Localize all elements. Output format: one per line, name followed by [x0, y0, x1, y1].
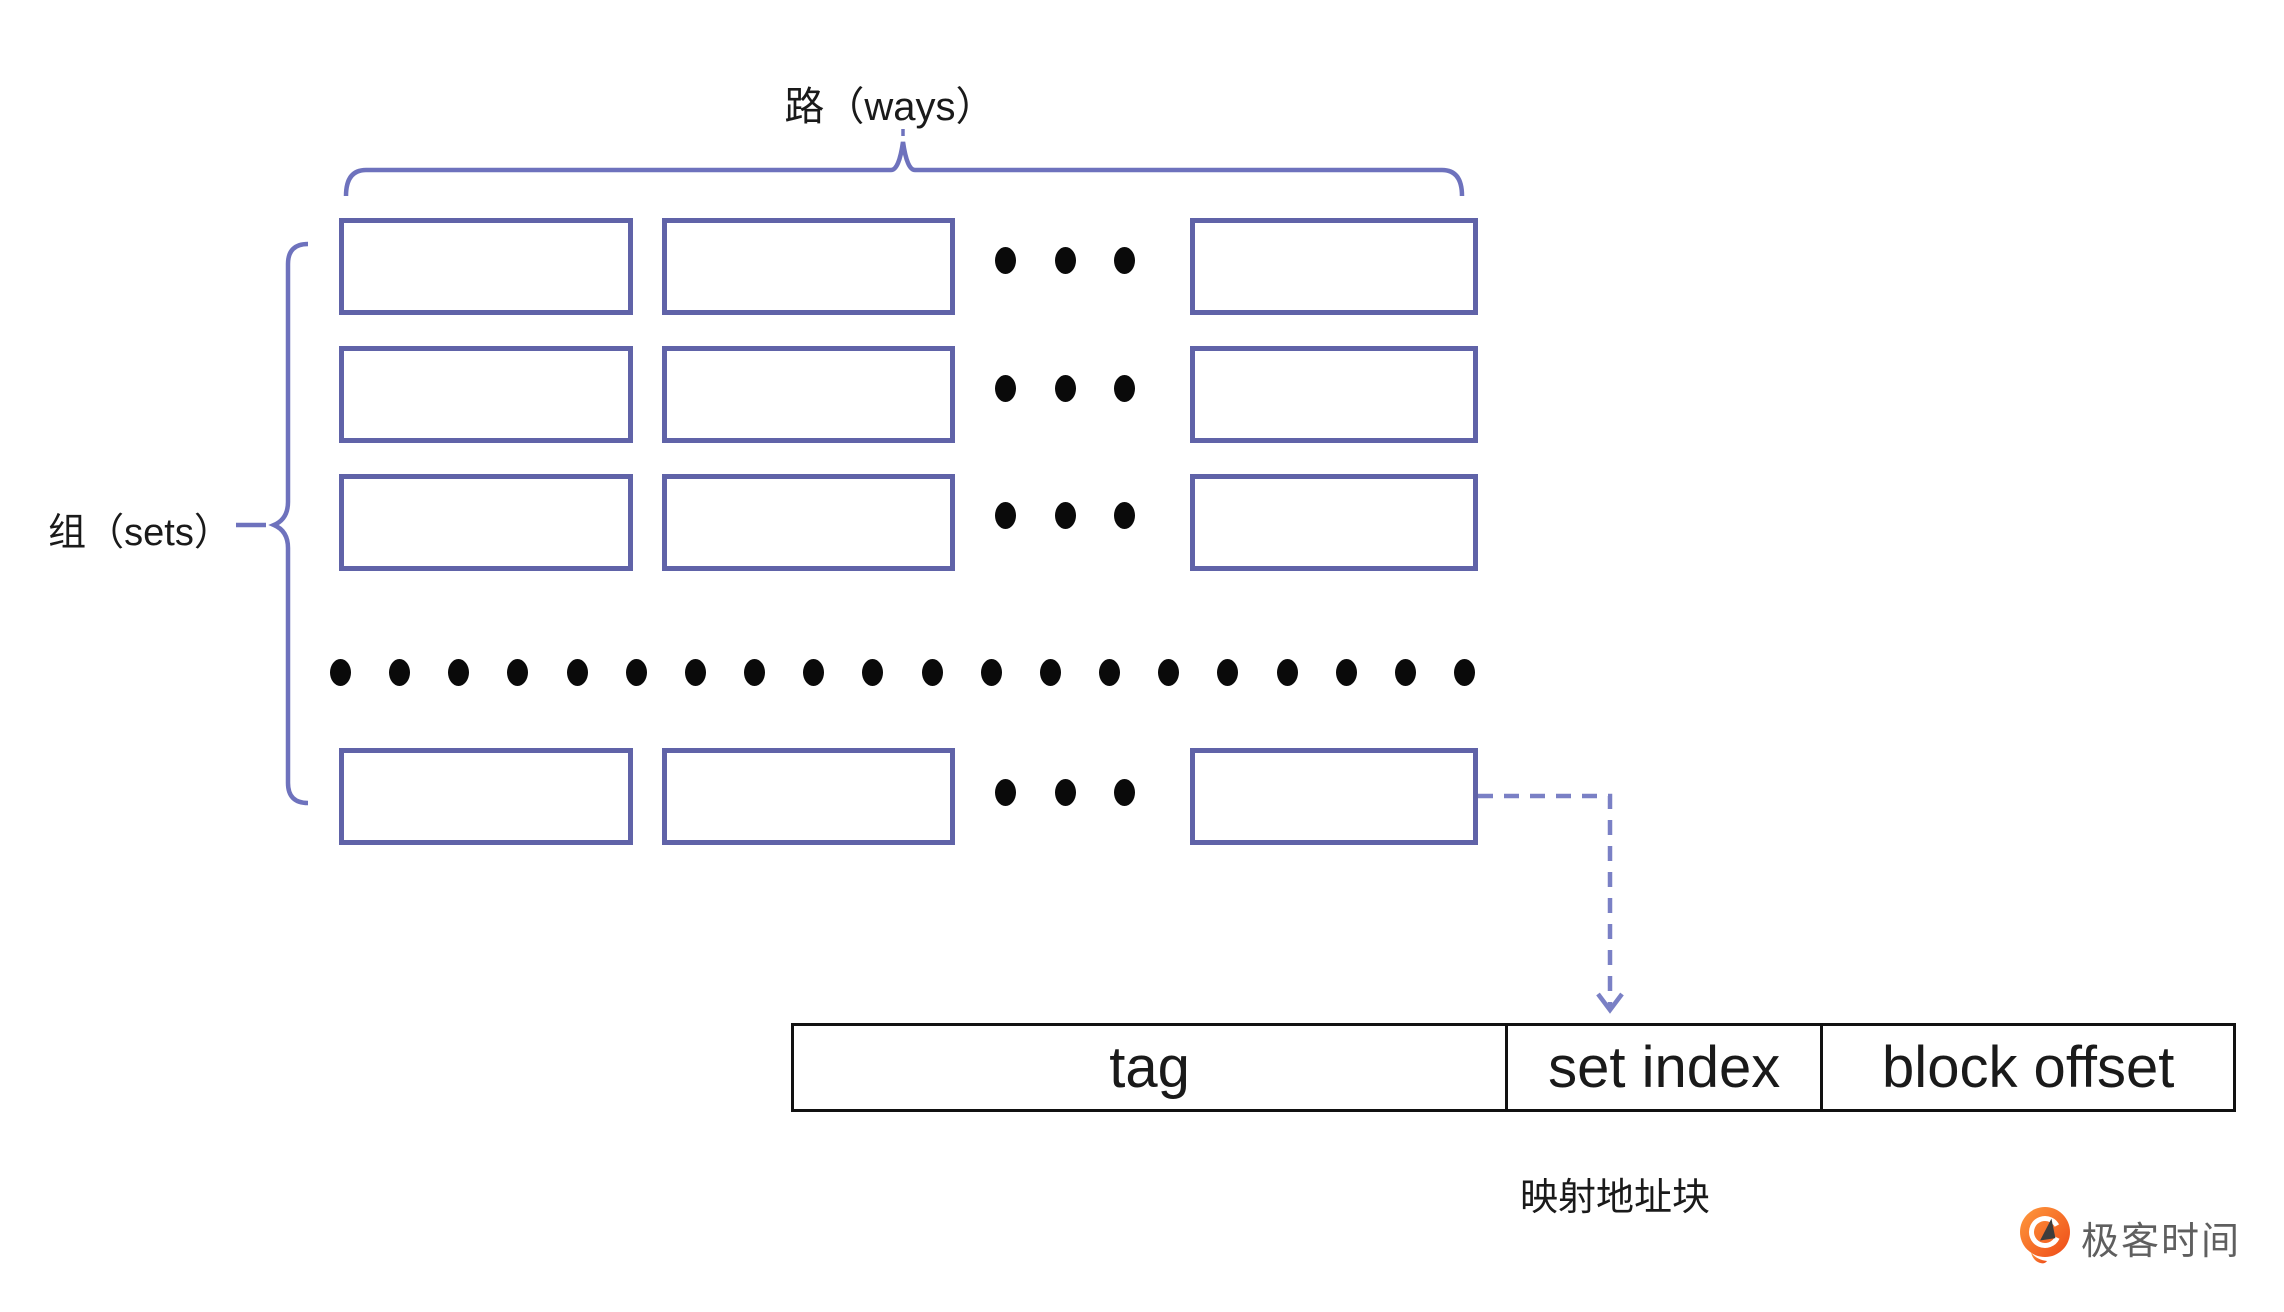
- ellipsis-dot: [684, 659, 706, 686]
- ellipsis-dot: [862, 659, 884, 686]
- cache-line-box: [1190, 748, 1478, 845]
- ellipsis-dot: [1335, 659, 1357, 686]
- ellipsis-dot: [1217, 659, 1239, 686]
- ellipsis-dot: [803, 659, 825, 686]
- address-field-tag: tag: [1109, 1035, 1190, 1100]
- cache-line-box: [339, 748, 633, 845]
- ellipsis-dot: [389, 659, 411, 686]
- cache-line-box: [1190, 346, 1478, 443]
- ways-ellipsis-dots: [995, 779, 1135, 806]
- cache-line-box: [662, 346, 955, 443]
- ellipsis-dot: [1114, 502, 1135, 529]
- ellipsis-dot: [1453, 659, 1475, 686]
- ellipsis-dot: [995, 502, 1016, 529]
- ellipsis-dot: [625, 659, 647, 686]
- ellipsis-dot: [995, 375, 1016, 402]
- ellipsis-dot: [921, 659, 943, 686]
- ways-brace-icon: [343, 129, 1465, 197]
- geektime-logo-text: 极客时间: [2081, 1220, 2242, 1263]
- ellipsis-dot: [1054, 247, 1076, 274]
- ellipsis-dot: [995, 779, 1016, 806]
- ellipsis-dot: [330, 659, 351, 686]
- ellipsis-dot: [1276, 659, 1298, 686]
- address-bar: tag set index block offset: [791, 1023, 2236, 1112]
- sets-brace-icon: [236, 241, 309, 806]
- ways-ellipsis-dots: [995, 502, 1135, 529]
- ellipsis-dot: [1158, 659, 1180, 686]
- cache-line-box: [662, 474, 955, 571]
- ways-ellipsis-dots: [995, 375, 1135, 402]
- ellipsis-dot: [1114, 779, 1135, 806]
- address-field-set-index: set index: [1505, 1026, 1820, 1109]
- ellipsis-dot: [744, 659, 766, 686]
- ellipsis-dot: [980, 659, 1002, 686]
- ellipsis-dot: [1099, 659, 1121, 686]
- ellipsis-dot: [507, 659, 529, 686]
- mapping-arrow-icon: [1478, 793, 1624, 1014]
- cache-line-box: [339, 474, 633, 571]
- ellipsis-dot: [1054, 375, 1076, 402]
- ellipsis-dot: [1054, 502, 1076, 529]
- sets-ellipsis-dots: [330, 659, 1475, 686]
- address-bar-caption: 映射地址块: [1519, 1177, 1710, 1219]
- cache-line-box: [1190, 218, 1478, 315]
- ellipsis-dot: [1039, 659, 1061, 686]
- ellipsis-dot: [1394, 659, 1416, 686]
- ellipsis-dot: [1054, 779, 1076, 806]
- ellipsis-dot: [995, 247, 1016, 274]
- cache-line-box: [339, 346, 633, 443]
- cache-line-box: [1190, 474, 1478, 571]
- ways-ellipsis-dots: [995, 247, 1135, 274]
- geektime-logo: 极客时间: [2018, 1206, 2241, 1268]
- ellipsis-dot: [1114, 375, 1135, 402]
- ways-label: 路（ways）: [784, 85, 996, 129]
- address-field-block-offset: block offset: [1820, 1026, 2233, 1109]
- ellipsis-dot: [566, 659, 588, 686]
- ellipsis-dot: [1114, 247, 1135, 274]
- cache-line-box: [339, 218, 633, 315]
- cache-line-box: [662, 748, 955, 845]
- sets-label: 组（sets）: [48, 512, 232, 554]
- geektime-logo-icon: [2020, 1207, 2070, 1264]
- ellipsis-dot: [448, 659, 470, 686]
- cache-line-box: [662, 218, 955, 315]
